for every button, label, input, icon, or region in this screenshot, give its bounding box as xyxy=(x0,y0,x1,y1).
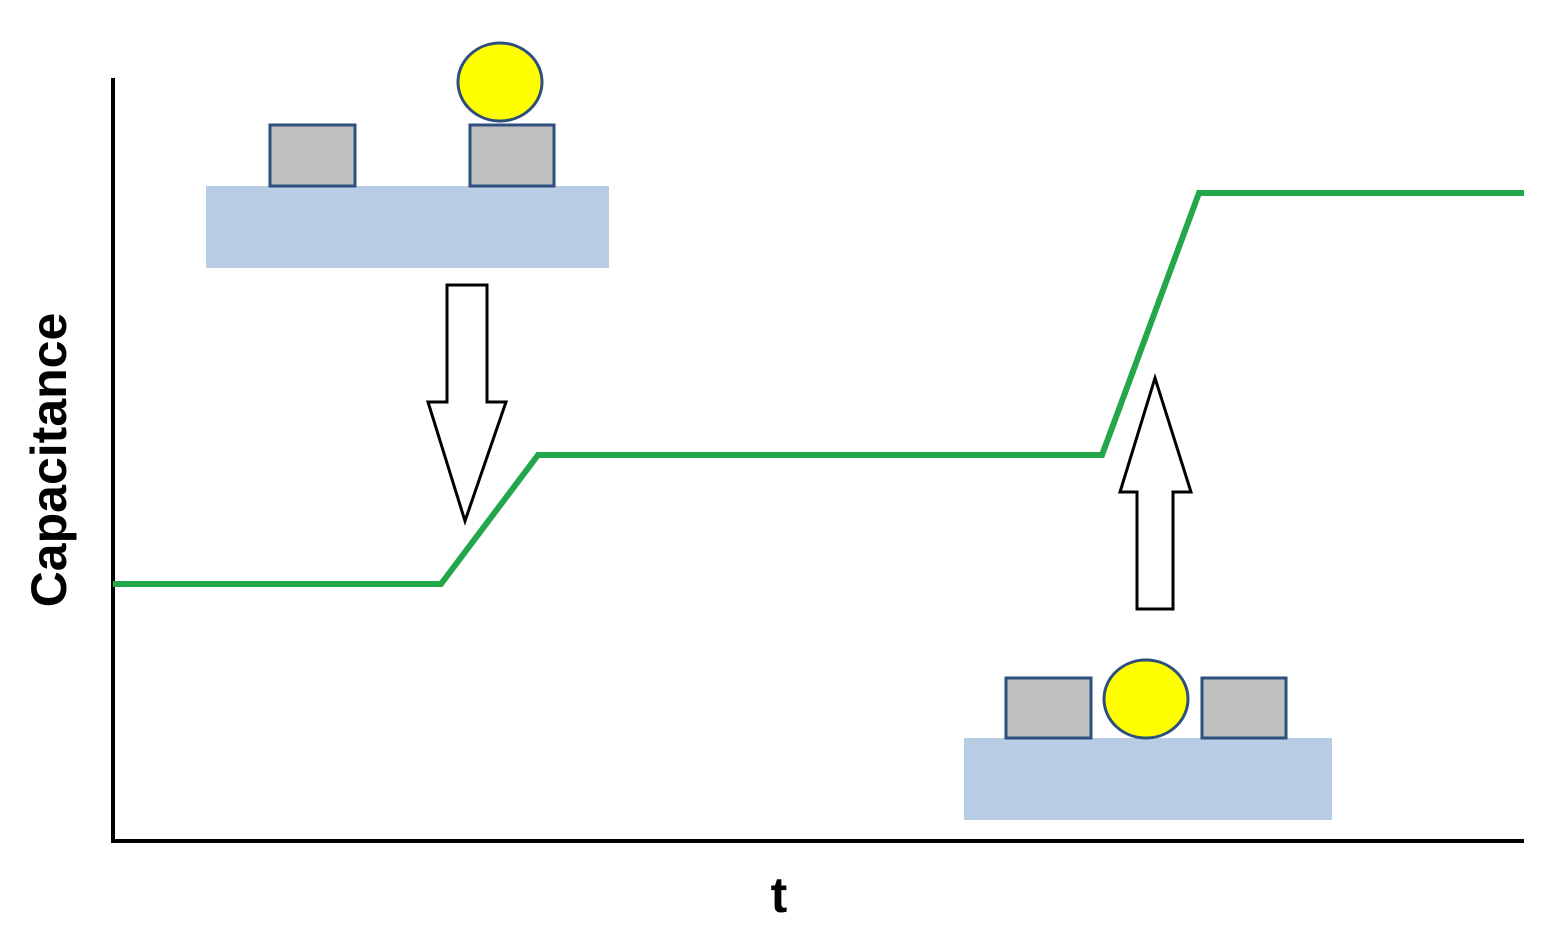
y-axis-label: Capacitance xyxy=(21,313,77,608)
sensor-illustration-particle-on-electrode xyxy=(206,41,609,268)
x-axis-label: t xyxy=(771,867,788,923)
electrode-right xyxy=(1200,676,1288,740)
substrate xyxy=(206,186,609,268)
substrate xyxy=(964,738,1332,820)
down-arrow-icon xyxy=(425,283,509,526)
particle xyxy=(1102,658,1190,740)
sensor-illustration-particle-between-electrodes xyxy=(964,658,1332,820)
electrode-left xyxy=(268,123,357,188)
capacitance-curve xyxy=(113,190,1524,587)
up-arrow-icon xyxy=(1117,372,1194,611)
particle xyxy=(456,41,544,123)
electrode-left xyxy=(1004,676,1093,740)
electrode-right xyxy=(468,123,556,188)
